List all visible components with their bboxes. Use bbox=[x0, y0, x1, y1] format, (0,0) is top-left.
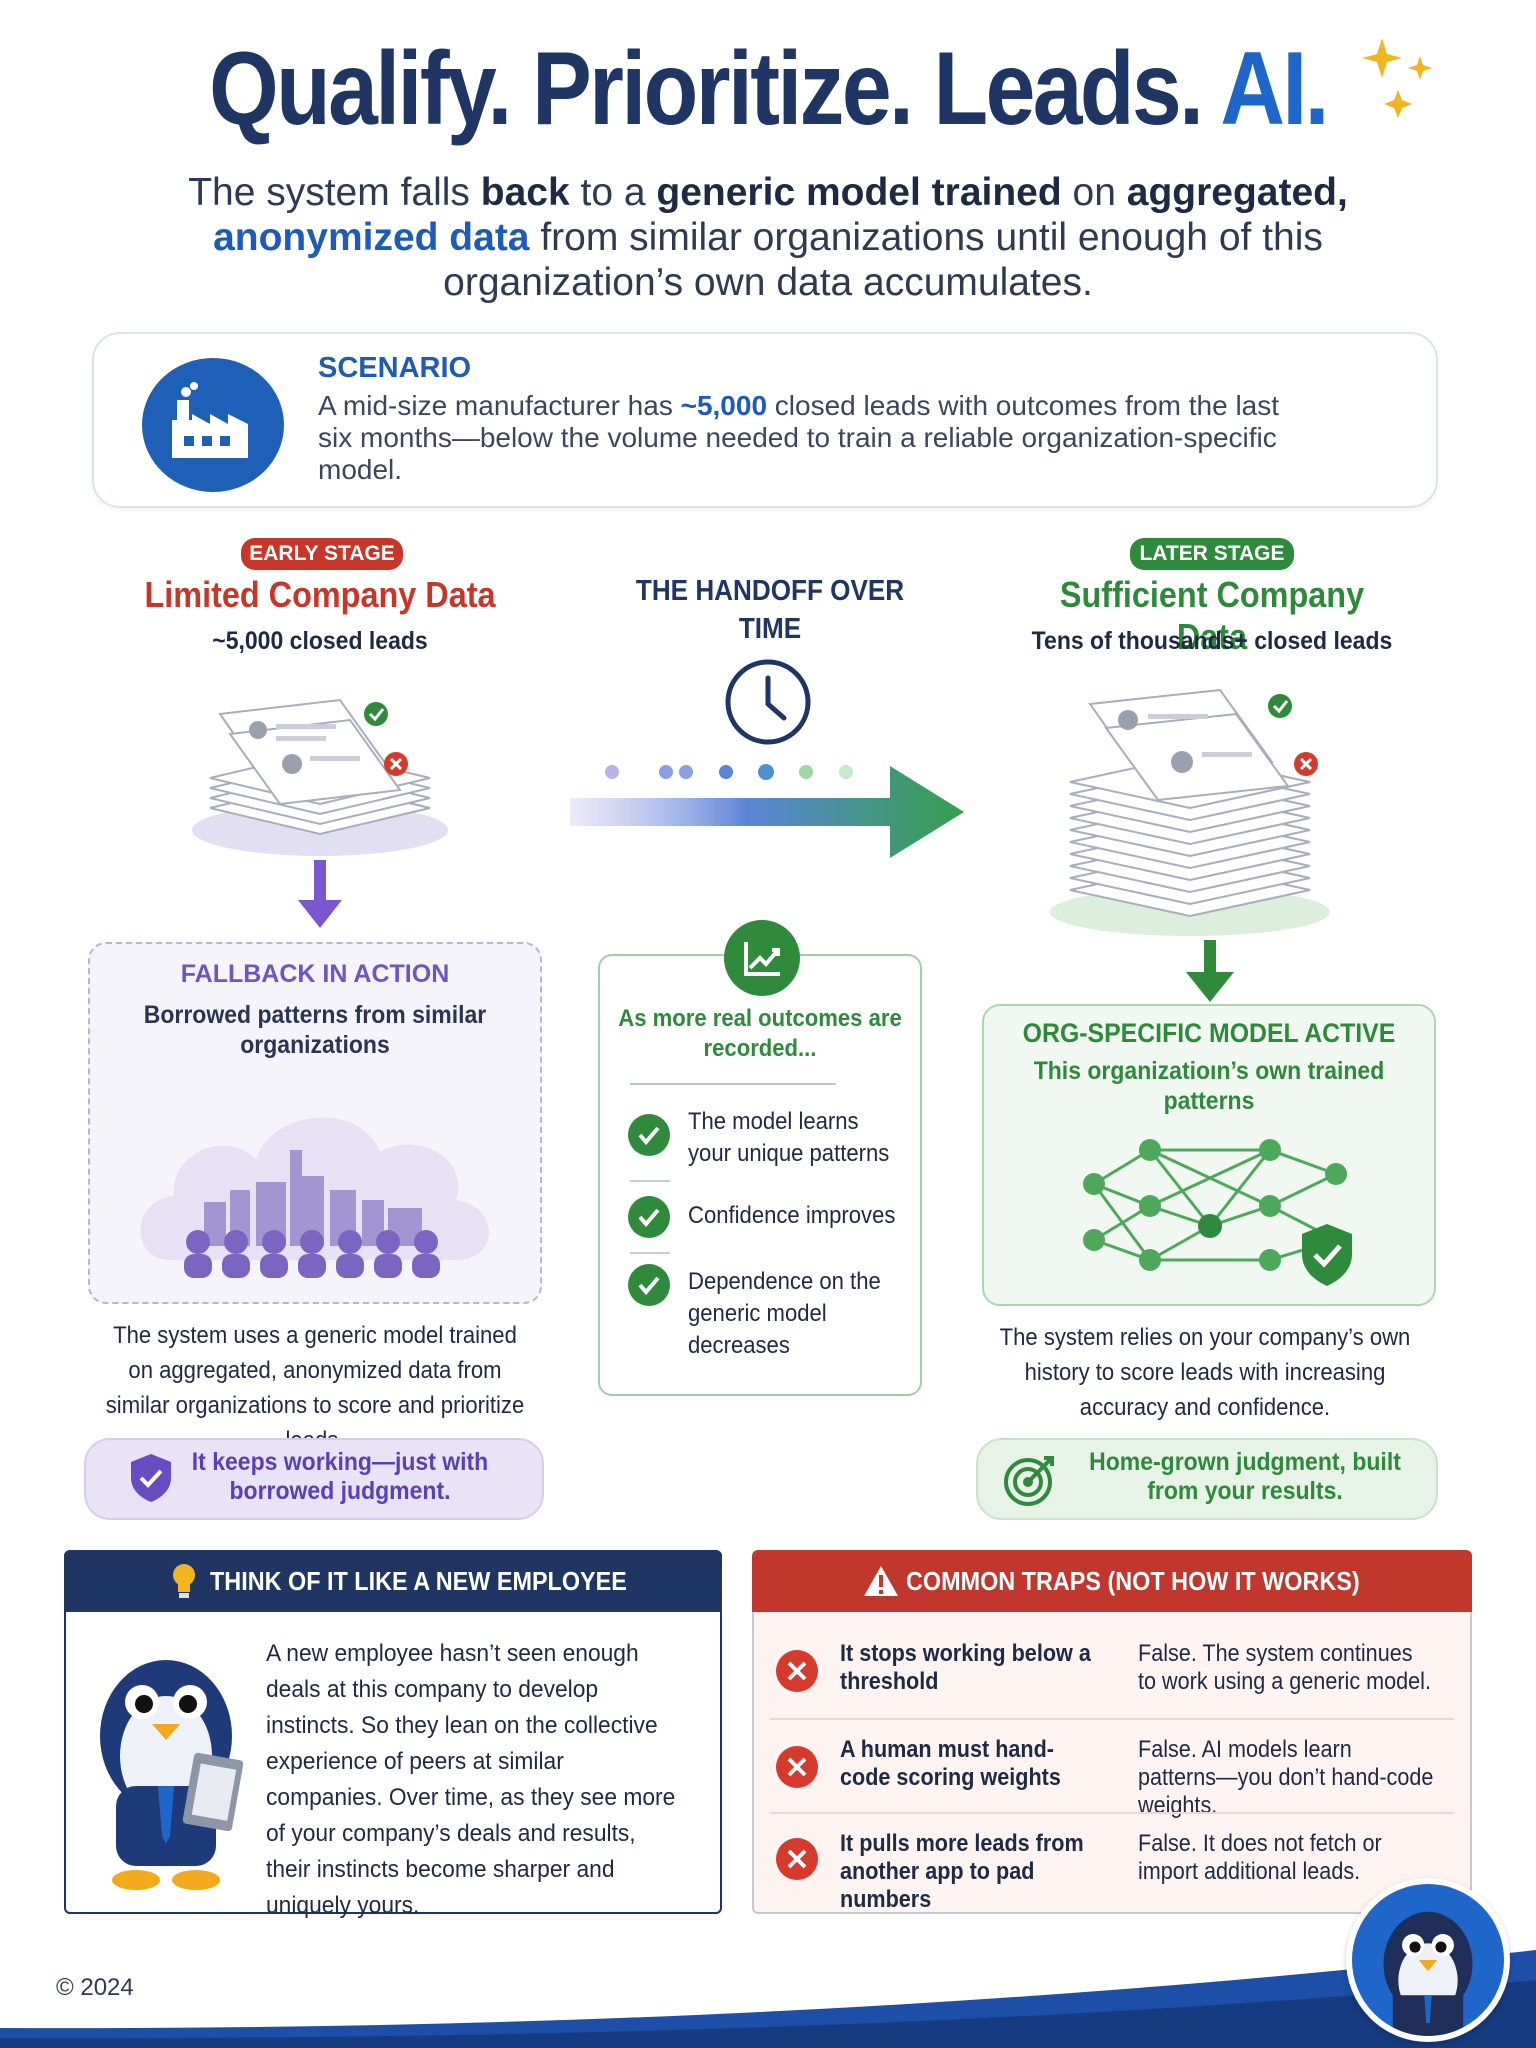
trap-claim: A human must hand-code scoring weights bbox=[840, 1736, 1061, 1791]
shield-check-icon bbox=[1302, 1224, 1352, 1286]
org-model-panel bbox=[982, 1004, 1436, 1306]
warning-icon bbox=[864, 1566, 898, 1596]
check-icon bbox=[628, 1114, 670, 1156]
fallback-subtitle: Borrowed patterns from similar organizat… bbox=[143, 1001, 487, 1059]
divider bbox=[630, 1083, 836, 1085]
trap-fact: False. It does not fetch or import addit… bbox=[1138, 1830, 1382, 1885]
arrow-down-green-icon bbox=[1186, 940, 1234, 1002]
later-stage-subtitle: Tens of thousands+ closed leads bbox=[1031, 627, 1393, 655]
divider bbox=[770, 1718, 1454, 1720]
common-traps-header bbox=[752, 1550, 1472, 1612]
factory-icon bbox=[142, 358, 284, 492]
org-model-subtitle: This organizatioın’s own trained pattern… bbox=[1033, 1057, 1385, 1115]
trap-fact: False. The system continues to work usin… bbox=[1138, 1640, 1431, 1695]
later-stage-badge: LATER STAGE bbox=[1130, 538, 1294, 570]
scenario-body: A mid-size manufacturer has ~5,000 close… bbox=[318, 390, 1280, 485]
neural-network-icon bbox=[1083, 1139, 1347, 1271]
later-stage-description: The system relies on your company’s own … bbox=[999, 1324, 1411, 1421]
sparkle-icon bbox=[1362, 38, 1432, 118]
title-main: Qualify. Prioritize. Leads. bbox=[209, 31, 1204, 147]
scenario-title: SCENARIO bbox=[318, 352, 472, 384]
page-subtitle: The system falls back to a generic model… bbox=[188, 171, 1348, 304]
divider bbox=[770, 1812, 1454, 1814]
lightbulb-icon bbox=[173, 1564, 195, 1598]
clock-icon bbox=[725, 659, 811, 745]
handoff-item-label: Confidence improves bbox=[688, 1202, 896, 1229]
fallback-title: FALLBACK IN ACTION bbox=[180, 960, 450, 988]
scenario-card bbox=[92, 332, 1438, 508]
cloud-organizations-icon bbox=[140, 1117, 490, 1278]
handoff-item-label: Dependence on the generic model decrease… bbox=[688, 1268, 881, 1359]
check-icon bbox=[628, 1264, 670, 1306]
page-title: Qualify. Prioritize. Leads. AI. bbox=[108, 30, 1429, 149]
common-traps-title: COMMON TRAPS (NOT HOW IT WORKS) bbox=[906, 1566, 1360, 1596]
new-employee-body: A new employee hasn’t seen enough deals … bbox=[266, 1640, 676, 1919]
large-lead-stack-icon bbox=[1050, 688, 1330, 936]
early-stage-subtitle: ~5,000 closed leads bbox=[212, 627, 428, 655]
later-stage-title: Sufficient Company Data bbox=[1059, 574, 1365, 657]
trap-claim: It stops working below a threshold bbox=[840, 1640, 1091, 1695]
check-icon bbox=[628, 1196, 670, 1238]
handoff-panel-title: As more real outcomes are recorded... bbox=[618, 1005, 902, 1062]
trend-chart-icon bbox=[724, 920, 800, 996]
early-stage-title: Limited Company Data bbox=[144, 574, 496, 615]
early-stage-badge: EARLY STAGE bbox=[241, 538, 403, 570]
trap-claim: It pulls more leads from another app to … bbox=[840, 1830, 1084, 1913]
handoff-item: Dependence on the generic model decrease… bbox=[628, 1262, 918, 1362]
small-lead-stack-icon bbox=[192, 698, 448, 856]
trap-fact: False. AI models learn patterns—you don’… bbox=[1138, 1736, 1434, 1819]
footer-wave bbox=[0, 1950, 1536, 2048]
handoff-title: THE HANDOFF OVER TIME bbox=[635, 575, 905, 645]
handoff-item-label: The model learns your unique patterns bbox=[688, 1108, 890, 1167]
divider bbox=[630, 1180, 670, 1182]
copyright: © 2024 bbox=[56, 1974, 134, 2001]
new-employee-title: THINK OF IT LIKE A NEW EMPLOYEE bbox=[210, 1566, 627, 1596]
handoff-panel bbox=[598, 954, 922, 1396]
handoff-arrow-icon bbox=[570, 764, 964, 858]
shield-check-icon bbox=[131, 1454, 171, 1502]
handoff-item: The model learns your unique patterns bbox=[628, 1108, 918, 1180]
x-circle-icon bbox=[776, 1650, 818, 1692]
new-employee-header bbox=[64, 1550, 722, 1612]
x-circle-icon bbox=[776, 1838, 818, 1880]
arrow-down-icon bbox=[298, 860, 342, 928]
penguin-mascot-icon bbox=[100, 1660, 244, 1890]
penguin-avatar-icon bbox=[1346, 1878, 1510, 2042]
early-stage-description: The system uses a generic model trained … bbox=[105, 1322, 525, 1454]
title-accent: AI. bbox=[1220, 31, 1329, 147]
early-callout-text: It keeps working—just with borrowed judg… bbox=[191, 1448, 489, 1505]
x-circle-icon bbox=[776, 1746, 818, 1788]
later-callout bbox=[976, 1438, 1438, 1520]
target-icon bbox=[1004, 1456, 1054, 1506]
handoff-item: Confidence improves bbox=[628, 1196, 918, 1238]
org-model-title: ORG-SPECIFIC MODEL ACTIVE bbox=[1022, 1018, 1396, 1048]
divider bbox=[630, 1252, 670, 1254]
later-callout-text: Home-grown judgment, built from your res… bbox=[1089, 1448, 1401, 1505]
